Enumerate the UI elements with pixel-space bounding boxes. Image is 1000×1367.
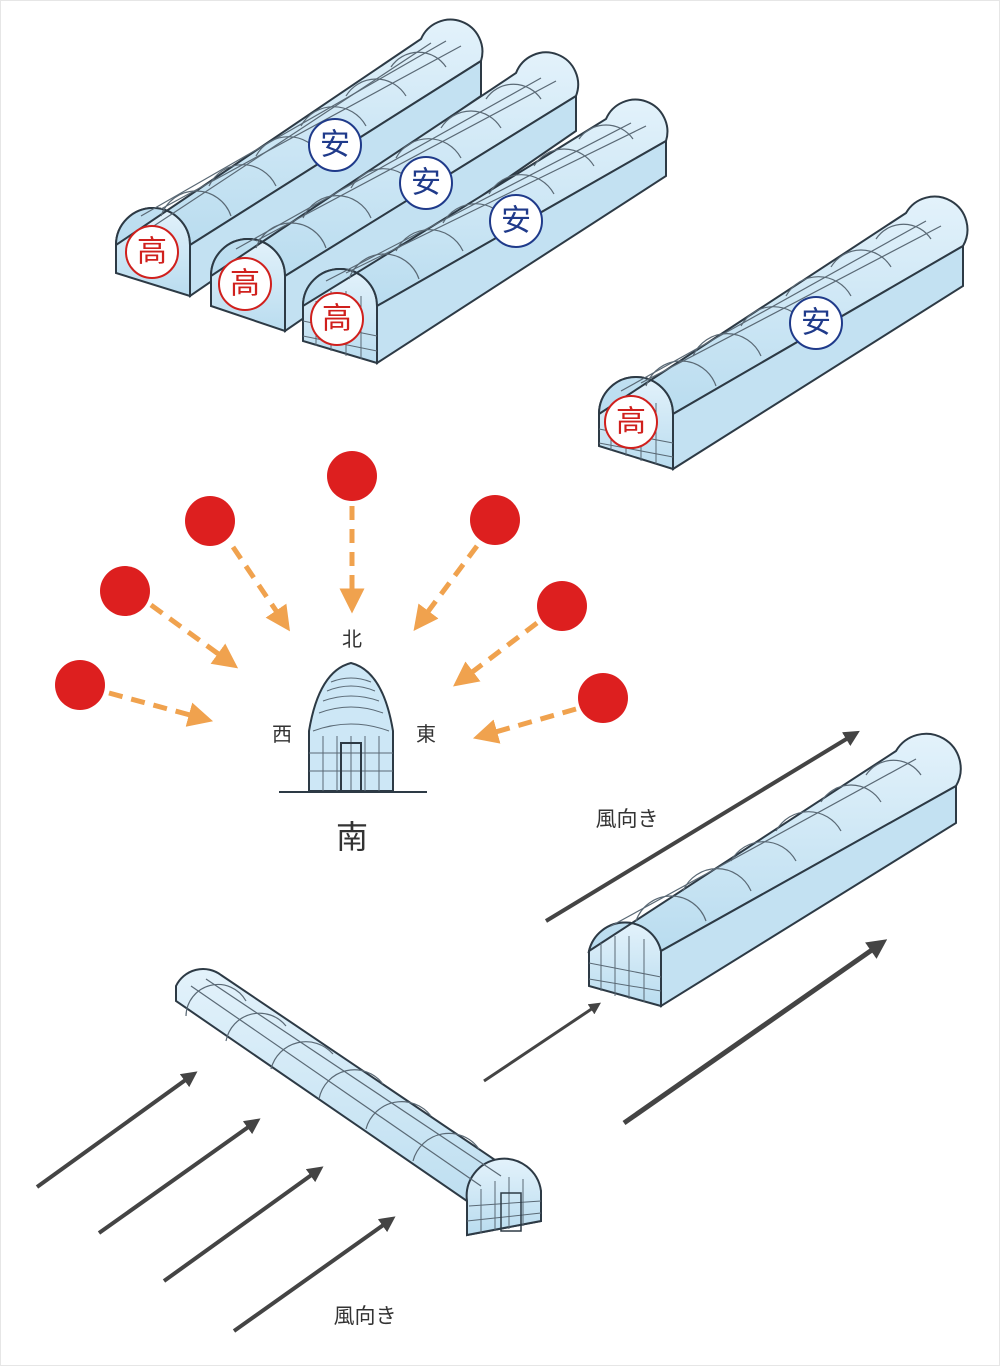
sun-dot xyxy=(100,566,150,616)
high-label: 高 xyxy=(616,405,646,440)
safe-label: 安 xyxy=(320,128,350,163)
wind-arrow xyxy=(622,939,888,1126)
high-label: 高 xyxy=(322,302,352,337)
sun-ray xyxy=(453,621,539,687)
sun-ray xyxy=(413,544,480,632)
sun-dot xyxy=(327,451,377,501)
greenhouse-cluster xyxy=(114,18,669,365)
sun-ray xyxy=(230,545,290,632)
wind-direction-label: 風向き xyxy=(334,1304,397,1328)
sun-ray xyxy=(472,706,577,744)
north-label: 北 xyxy=(342,627,362,651)
greenhouse-3 xyxy=(301,98,669,365)
west-label: 西 xyxy=(272,722,292,746)
greenhouse-single xyxy=(597,195,969,471)
greenhouse-perpendicular-wind xyxy=(35,968,542,1333)
safe-label: 安 xyxy=(801,306,831,341)
high-label: 高 xyxy=(137,235,167,270)
sun-dot xyxy=(578,673,628,723)
south-label: 南 xyxy=(336,818,368,856)
sun-dot xyxy=(470,495,520,545)
wind-arrow xyxy=(232,1216,396,1333)
wind-arrow xyxy=(162,1166,324,1283)
wind-arrow xyxy=(483,1002,601,1083)
sun-dot xyxy=(185,496,235,546)
safe-label: 安 xyxy=(411,166,441,201)
wind-direction-label: 風向き xyxy=(596,807,659,831)
wind-arrow xyxy=(544,730,860,923)
sun-ray xyxy=(108,690,214,727)
sun-ray xyxy=(149,602,239,669)
sun-dot xyxy=(537,581,587,631)
greenhouse-parallel-wind xyxy=(483,730,962,1126)
wind-arrow xyxy=(97,1118,261,1235)
sun-diagram xyxy=(55,451,628,793)
safe-label: 安 xyxy=(501,204,531,239)
sun-dot xyxy=(55,660,105,710)
wind-arrow xyxy=(35,1071,198,1189)
high-label: 高 xyxy=(230,267,260,302)
greenhouse-end-view xyxy=(308,661,394,792)
east-label: 東 xyxy=(416,722,436,746)
